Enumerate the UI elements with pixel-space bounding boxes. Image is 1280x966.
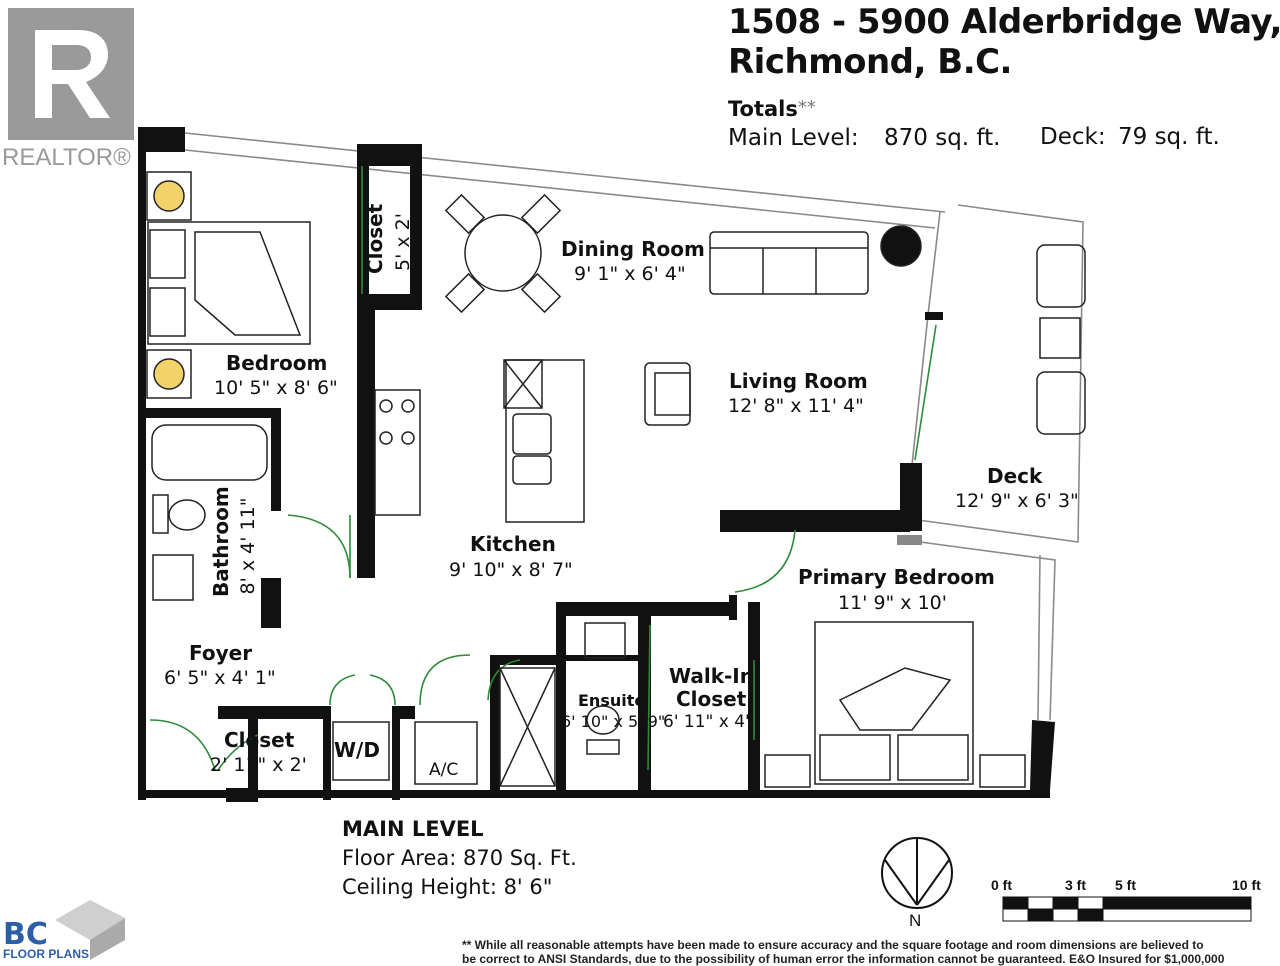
ac-label: A/C	[429, 760, 459, 780]
primary-bedroom-name: Primary Bedroom	[798, 565, 995, 589]
closet-top-name: Closet	[363, 203, 387, 274]
totals-heading-text: Totals	[728, 97, 798, 121]
disclaimer-line-2: be correct to ANSI Standards, due to the…	[462, 952, 1225, 966]
address-line-2: Richmond, B.C.	[728, 42, 1012, 82]
totals-heading: Totals**	[728, 97, 816, 121]
disclaimer-line-1: ** While all reasonable attempts have be…	[462, 938, 1204, 952]
dining-room-name: Dining Room	[561, 237, 705, 261]
bedroom-name: Bedroom	[226, 351, 328, 375]
compass-north-label: N	[909, 911, 922, 930]
bathroom-name: Bathroom	[209, 486, 233, 597]
north-compass	[881, 837, 953, 909]
main-level-total-label: Main Level:	[728, 125, 859, 151]
ensuite-name: Ensuite	[578, 691, 646, 710]
bedroom-dims: 10' 5" x 8' 6"	[214, 377, 338, 399]
walk-in-closet-name-2: Closet	[676, 687, 747, 711]
closet-bottom-name: Closet	[224, 728, 295, 752]
realtor-logo	[8, 8, 134, 140]
deck-name: Deck	[987, 464, 1043, 488]
foyer-name: Foyer	[189, 641, 253, 665]
kitchen-name: Kitchen	[470, 532, 556, 556]
address-line-1: 1508 - 5900 Alderbridge Way,	[728, 2, 1280, 42]
scale-label-10: 10 ft	[1232, 877, 1261, 893]
bc-logo-subtext: FLOOR PLANS	[3, 947, 89, 961]
main-level-total-value: 870 sq. ft.	[884, 125, 1001, 151]
doors	[149, 166, 937, 771]
scale-label-3: 3 ft	[1065, 877, 1086, 893]
bathroom-dims: 8' x 4' 11"	[237, 497, 259, 595]
closet-bottom-dims: 2' 11" x 2'	[210, 754, 307, 776]
closet-top-dims: 5' x 2'	[392, 213, 414, 271]
washer-dryer-label: W/D	[334, 738, 380, 762]
living-room-dims: 12' 8" x 11' 4"	[728, 395, 864, 417]
deck-total-value: 79 sq. ft.	[1118, 124, 1220, 150]
foyer-dims: 6' 5" x 4' 1"	[164, 667, 276, 689]
main-level-heading: MAIN LEVEL	[342, 817, 484, 841]
kitchen-dims: 9' 10" x 8' 7"	[449, 559, 573, 581]
deck-dims: 12' 9" x 6' 3"	[955, 490, 1079, 512]
furniture	[146, 171, 1086, 788]
ceiling-height: Ceiling Height: 8' 6"	[342, 875, 553, 899]
bc-logo-text: BC	[3, 917, 48, 952]
living-room-name: Living Room	[729, 369, 868, 393]
bc-floor-plans-logo	[55, 900, 125, 960]
primary-bedroom-dims: 11' 9" x 10'	[838, 592, 947, 614]
window-walls	[184, 132, 1084, 721]
ensuite-dims: 6' 10" x 5' 9"	[561, 712, 666, 731]
realtor-logo-text: REALTOR®	[2, 144, 131, 171]
walk-in-closet-dims: 6' 11" x 4'	[663, 712, 750, 732]
dining-room-dims: 9' 1" x 6' 4"	[574, 263, 686, 285]
deck-total-label: Deck:	[1040, 124, 1106, 150]
totals-mark: **	[797, 97, 816, 118]
scale-bar	[1002, 896, 1252, 922]
floor-area: Floor Area: 870 Sq. Ft.	[342, 846, 577, 870]
scale-label-5: 5 ft	[1115, 877, 1136, 893]
scale-label-0: 0 ft	[991, 877, 1012, 893]
walk-in-closet-name: Walk-In	[669, 664, 754, 688]
